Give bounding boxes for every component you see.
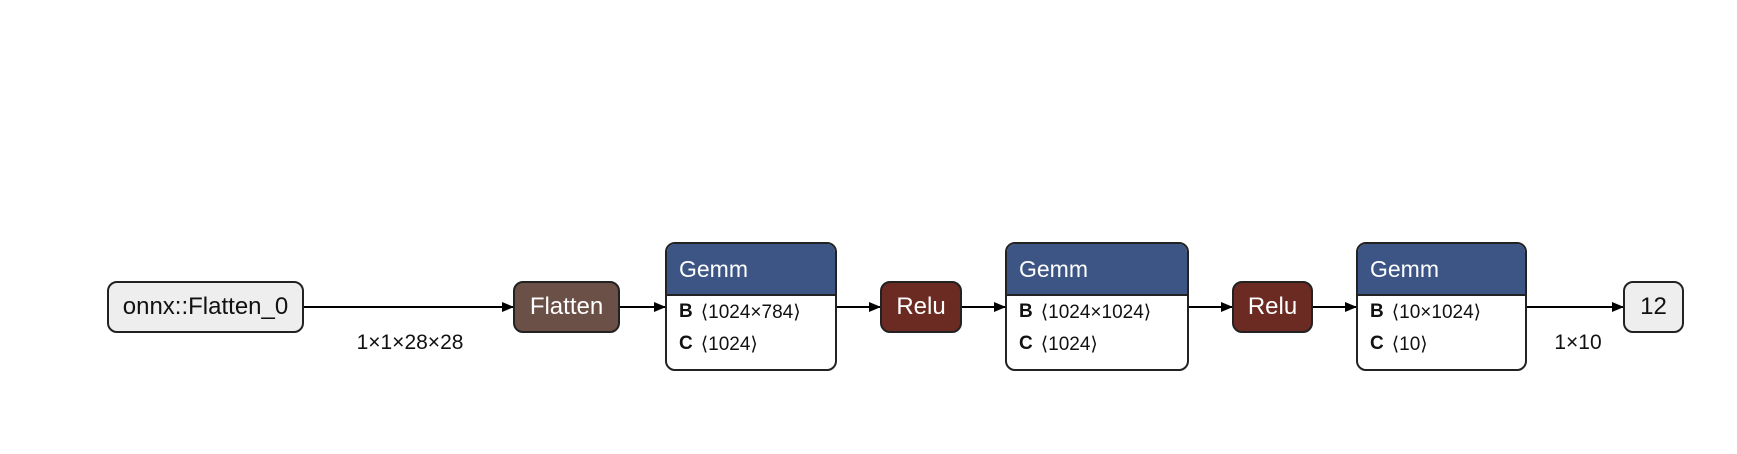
relu-node-1[interactable]: Relu xyxy=(880,281,962,333)
param-shape: ⟨1024×784⟩ xyxy=(700,301,801,323)
gemm-node-3-param-c: C ⟨10⟩ xyxy=(1358,328,1525,360)
param-name: C xyxy=(1019,333,1033,354)
gemm-node-2-param-b: B ⟨1024×1024⟩ xyxy=(1007,296,1187,328)
gemm-node-3-title: Gemm xyxy=(1370,255,1439,282)
param-name: C xyxy=(679,333,693,354)
param-name: B xyxy=(1370,301,1384,322)
edge-label-output-shape: 1×10 xyxy=(1554,331,1602,354)
relu-node-1-label: Relu xyxy=(896,293,946,320)
flatten-node-label: Flatten xyxy=(529,293,604,320)
relu-node-2[interactable]: Relu xyxy=(1232,281,1313,333)
gemm-node-1-header: Gemm xyxy=(667,244,835,296)
flatten-node[interactable]: Flatten xyxy=(513,281,620,333)
param-name: C xyxy=(1370,333,1384,354)
gemm-node-2[interactable]: Gemm B ⟨1024×1024⟩ C ⟨1024⟩ xyxy=(1005,242,1189,371)
gemm-node-1-title: Gemm xyxy=(679,255,748,282)
param-shape: ⟨1024×1024⟩ xyxy=(1040,301,1152,323)
gemm-node-2-param-c: C ⟨1024⟩ xyxy=(1007,328,1187,360)
param-name: B xyxy=(679,301,693,322)
gemm-node-3[interactable]: Gemm B ⟨10×1024⟩ C ⟨10⟩ xyxy=(1356,242,1527,371)
edge-label-input-shape: 1×1×28×28 xyxy=(356,331,464,354)
input-node-label: onnx::Flatten_0 xyxy=(122,293,289,320)
input-node[interactable]: onnx::Flatten_0 xyxy=(107,281,304,333)
param-shape: ⟨1024⟩ xyxy=(1040,333,1098,355)
gemm-node-3-header: Gemm xyxy=(1358,244,1525,296)
param-name: B xyxy=(1019,301,1033,322)
relu-node-2-label: Relu xyxy=(1247,293,1298,320)
gemm-node-1-param-b: B ⟨1024×784⟩ xyxy=(667,296,835,328)
param-shape: ⟨10⟩ xyxy=(1391,333,1428,355)
param-shape: ⟨1024⟩ xyxy=(700,333,758,355)
output-node[interactable]: 12 xyxy=(1623,281,1684,333)
param-shape: ⟨10×1024⟩ xyxy=(1391,301,1482,323)
gemm-node-1-param-c: C ⟨1024⟩ xyxy=(667,328,835,360)
gemm-node-2-title: Gemm xyxy=(1019,255,1088,282)
output-node-label: 12 xyxy=(1640,293,1667,320)
gemm-node-3-param-b: B ⟨10×1024⟩ xyxy=(1358,296,1525,328)
gemm-node-2-header: Gemm xyxy=(1007,244,1187,296)
gemm-node-1[interactable]: Gemm B ⟨1024×784⟩ C ⟨1024⟩ xyxy=(665,242,837,371)
